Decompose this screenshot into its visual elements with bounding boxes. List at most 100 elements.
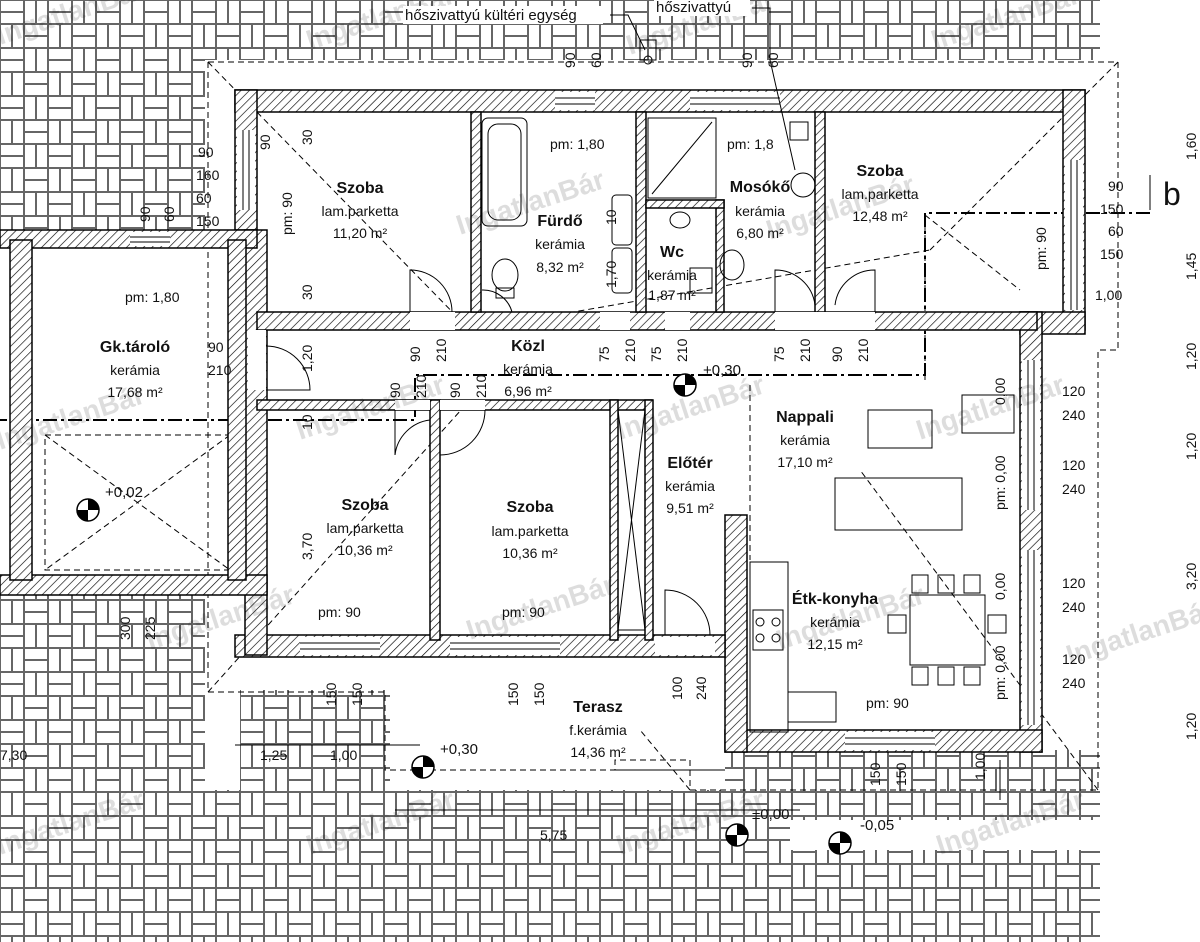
room-floor: lam.parketta	[321, 203, 398, 219]
parapet-label: pm: 90	[318, 604, 361, 620]
parapet-label: pm: 90	[502, 604, 545, 620]
dimension: 1,45	[1183, 253, 1199, 280]
dimension: 210	[473, 374, 489, 398]
dimension: 90	[257, 134, 273, 150]
room-name: Szoba	[341, 497, 388, 514]
dimension: 30	[299, 284, 315, 300]
leader-lines	[235, 7, 1151, 811]
dimension: 90	[562, 52, 578, 68]
dimension: 0,00	[992, 378, 1008, 405]
dimension: 210	[433, 338, 449, 362]
level-label: ±0,00	[752, 806, 789, 823]
dimension: 240	[693, 676, 709, 700]
room-floor: kerámia	[810, 614, 860, 630]
dimension: 150	[893, 762, 909, 786]
dimension: 150	[323, 682, 339, 706]
room-name: Wc	[660, 244, 684, 261]
dimension: 90	[1108, 178, 1124, 194]
parapet-label: pm: 0,00	[992, 645, 1008, 700]
room-name: Gk.tároló	[100, 339, 170, 356]
dimension: 100	[669, 676, 685, 700]
dimension: 120	[1062, 575, 1086, 591]
dimension: 1,00	[1095, 287, 1122, 303]
room-floor: lam.parketta	[326, 520, 403, 536]
dimension: 1,20	[299, 345, 315, 372]
room-floor: kerámia	[503, 361, 553, 377]
dimension: 150	[531, 682, 547, 706]
level-label: +0,30	[703, 362, 741, 379]
dimension: 160	[196, 167, 220, 183]
dimension: 240	[1062, 407, 1086, 423]
dimension: 90	[407, 346, 423, 362]
level-label: +0,02	[105, 484, 143, 501]
room-floor: lam.parketta	[841, 186, 918, 202]
room-area: 11,20 m²	[333, 225, 388, 241]
room-area: 12,48 m²	[852, 208, 908, 224]
dimension: 5,75	[540, 827, 567, 843]
dimension: 210	[208, 362, 232, 378]
dimension: 75	[596, 346, 612, 362]
dimension: 150	[196, 213, 220, 229]
dimension: 75	[771, 346, 787, 362]
building-footprint	[0, 60, 1125, 850]
room-area: 14,36 m²	[570, 744, 626, 760]
room-area: 10,36 m²	[337, 542, 393, 558]
level-marker	[76, 498, 100, 522]
dimension: 60	[1108, 223, 1124, 239]
level-label: +0,30	[440, 741, 478, 758]
dimension: 210	[413, 374, 429, 398]
dimension: 60	[765, 52, 781, 68]
dimension: 150	[505, 682, 521, 706]
dimension: 120	[1062, 651, 1086, 667]
room-area: 12,15 m²	[807, 636, 863, 652]
dimension: 1,60	[1183, 133, 1199, 160]
dimension: 3,70	[299, 533, 315, 560]
openings	[130, 92, 1083, 750]
heatpump-label: hőszivattyú	[656, 0, 731, 16]
section-line	[0, 212, 1150, 421]
room-area: 9,51 m²	[666, 500, 714, 516]
room-area: 17,68 m²	[107, 384, 163, 400]
dimension: 60	[196, 190, 212, 206]
dimension: 240	[1062, 675, 1086, 691]
dimension: 75	[648, 346, 664, 362]
room-name: Mosókő	[730, 179, 791, 196]
dimension: 225	[142, 616, 158, 640]
parapet-labels: pm: 1,80 pm: 1,8 pm: 1,80 pm: 90 pm: 90 …	[125, 136, 1049, 711]
dimension: 150	[1100, 246, 1124, 262]
dimension: 1,20	[1183, 713, 1199, 740]
dimension: 300	[117, 616, 133, 640]
dimension: 150	[1100, 201, 1124, 217]
dimension: 120	[1062, 457, 1086, 473]
room-floor: lam.parketta	[491, 523, 568, 539]
dimension: 90	[137, 206, 153, 222]
room-area: 10,36 m²	[502, 545, 558, 561]
room-floor: kerámia	[665, 478, 715, 494]
dimension: 150	[867, 762, 883, 786]
dimension: 90	[739, 52, 755, 68]
dimension: 240	[1062, 481, 1086, 497]
level-marker	[673, 373, 697, 397]
dimension: 120	[1062, 383, 1086, 399]
annotations: hőszivattyú kültéri egység hőszivattyú b	[403, 0, 1181, 212]
room-area: 1,87 m²	[648, 287, 696, 303]
room-floor: kerámia	[535, 236, 585, 252]
dimension: 210	[622, 338, 638, 362]
dimension: 150	[349, 682, 365, 706]
room-name: Étk-konyha	[792, 589, 878, 608]
room-name: Közl	[511, 338, 545, 355]
dimension: 1,20	[1183, 343, 1199, 370]
dimension: 30	[299, 129, 315, 145]
parapet-label: pm: 90	[1033, 227, 1049, 270]
dimension: 90	[829, 346, 845, 362]
dimension: 1,70	[603, 261, 619, 288]
room-labels: Szoba lam.parketta 11,20 m² Fürdő kerámi…	[100, 163, 919, 760]
room-name: Nappali	[776, 409, 834, 426]
room-name: Szoba	[336, 180, 383, 197]
dimension: 1,00	[972, 753, 988, 780]
room-name: Fürdő	[537, 213, 583, 230]
parapet-label: pm: 1,80	[550, 136, 605, 152]
room-area: 6,80 m²	[736, 225, 784, 241]
level-marker	[725, 823, 749, 847]
room-floor: f.kerámia	[569, 722, 627, 738]
